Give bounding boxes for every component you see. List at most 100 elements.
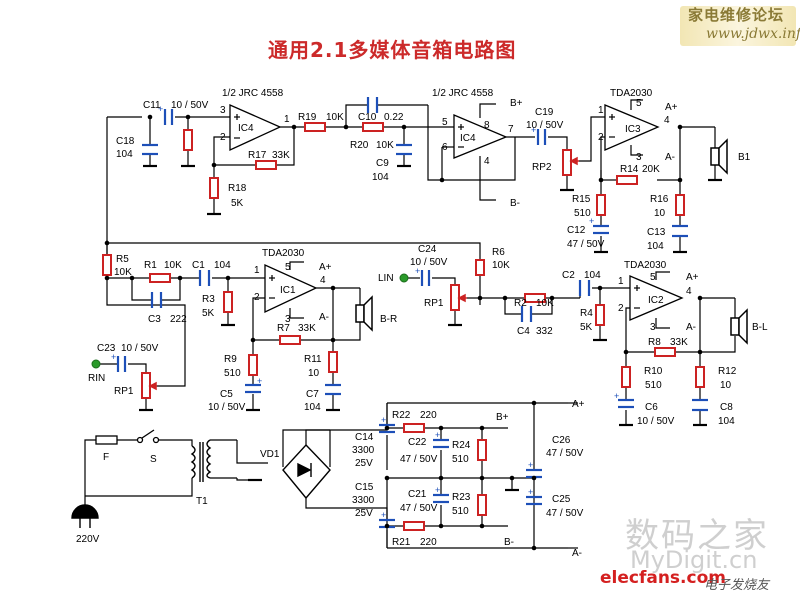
amplifier-triangles: [229, 104, 684, 321]
label-r8v: 33K: [670, 337, 688, 348]
ic4a-triangle: [229, 104, 282, 152]
label-r16v: 10: [654, 208, 666, 219]
svg-text:+: +: [435, 485, 440, 495]
label-ic4b-p5: 5: [442, 117, 448, 128]
label-c21v: 47 / 50V: [400, 503, 438, 514]
label-lin: LIN: [378, 273, 394, 284]
svg-text:+: +: [435, 430, 440, 440]
label-r4v: 5K: [580, 322, 593, 333]
label-c8: C8: [720, 402, 733, 413]
label-ic2-p2: 2: [618, 303, 624, 314]
label-f: F: [103, 452, 109, 463]
label-r9: R9: [224, 354, 237, 365]
label-r15: R15: [572, 194, 591, 205]
junction-nodes: [104, 114, 703, 551]
label-r19v: 10K: [326, 112, 344, 123]
label-ic4a-p3: 3: [220, 105, 226, 116]
label-ic3: IC3: [625, 124, 641, 135]
label-r17: R17: [248, 150, 267, 161]
label-c10v: 0.22: [384, 112, 404, 123]
label-c4v: 332: [536, 326, 553, 337]
label-c3v: 222: [170, 314, 187, 325]
capacitor-plus-marks: + + + + + + + + + + + + +: [111, 104, 619, 520]
label-c7: C7: [306, 389, 319, 400]
label-mains: 220V: [76, 534, 100, 545]
label-r6v: 10K: [492, 260, 510, 271]
label-c2: C2: [562, 270, 575, 281]
resistors: [102, 122, 705, 531]
watermark-elecfans: elecfans.com: [600, 568, 726, 588]
label-r15v: 510: [574, 208, 591, 219]
label-ic1-p1: 1: [254, 265, 260, 276]
label-ic3-p4: 4: [664, 115, 670, 126]
label-r2: R2: [514, 298, 527, 309]
label-r22v: 220: [420, 410, 437, 421]
label-ic2-am: A-: [686, 322, 696, 333]
lin-terminal: [399, 273, 409, 283]
label-ic3-am: A-: [665, 152, 675, 163]
label-r5: R5: [116, 254, 129, 265]
label-ic2-p3: 3: [650, 322, 656, 333]
label-b1: B1: [738, 152, 751, 163]
label-c24v: 10 / 50V: [410, 257, 448, 268]
label-ic1-p2: 2: [254, 292, 260, 303]
label-ic2-p4: 4: [686, 286, 692, 297]
ic4b-triangle: [453, 114, 508, 159]
label-c1: C1: [192, 260, 205, 271]
watermark-mydigit-en: MyDigit.cn: [630, 546, 758, 574]
label-r18: R18: [228, 183, 247, 194]
label-c18v: 104: [116, 149, 133, 160]
label-c14v2: 25V: [355, 458, 373, 469]
label-r14v: 20K: [642, 164, 660, 175]
watermark-top-cn: 家电维修论坛: [688, 6, 785, 24]
label-c15v2: 25V: [355, 508, 373, 519]
label-r1: R1: [144, 260, 157, 271]
supply-arrows: [568, 402, 578, 549]
svg-text:+: +: [614, 391, 619, 401]
label-c12: C12: [567, 225, 586, 236]
label-r7: R7: [277, 323, 290, 334]
label-ic1-p5: 5: [285, 262, 291, 273]
svg-text:+: +: [257, 376, 262, 386]
label-r11v: 10: [308, 368, 320, 379]
svg-text:+: +: [111, 352, 116, 362]
label-r16: R16: [650, 194, 669, 205]
svg-text:+: +: [589, 216, 594, 226]
label-c23: C23: [97, 343, 116, 354]
label-c25: C25: [552, 494, 571, 505]
switch-icon: [136, 429, 160, 444]
label-c13v: 104: [647, 241, 664, 252]
label-r10v: 510: [645, 380, 662, 391]
ground-symbols: [139, 164, 722, 492]
label-vd1: VD1: [260, 449, 280, 460]
watermark-elecfans-cn: 电子发烧友: [704, 578, 770, 593]
label-r21: R21: [392, 537, 411, 548]
label-c2v: 104: [584, 270, 601, 281]
pot-wipers: [148, 156, 579, 391]
label-r24v: 510: [452, 454, 469, 465]
label-ic3-ap: A+: [665, 102, 678, 113]
label-r12: R12: [718, 366, 737, 377]
input-terminals: [91, 273, 409, 369]
label-c14v: 3300: [352, 445, 375, 456]
svg-text:+: +: [415, 266, 420, 276]
label-ic2-p5: 5: [650, 272, 656, 283]
label-r12v: 10: [720, 380, 732, 391]
label-c10: C10: [358, 112, 377, 123]
label-r6: R6: [492, 247, 505, 258]
label-r4: R4: [580, 308, 593, 319]
label-c4: C4: [517, 326, 530, 337]
label-ic1-p4: 4: [320, 275, 326, 286]
label-ic2-p1: 1: [618, 276, 624, 287]
label-bplus1: B+: [510, 98, 523, 109]
label-ic2-name: TDA2030: [624, 260, 667, 271]
label-c21: C21: [408, 489, 427, 500]
label-r18v: 5K: [231, 198, 244, 209]
rin-terminal: [91, 359, 101, 369]
speaker-bl-icon: [730, 308, 748, 345]
speakers: [355, 138, 748, 345]
label-c22: C22: [408, 437, 427, 448]
label-c6v: 10 / 50V: [637, 416, 675, 427]
label-c26: C26: [552, 435, 571, 446]
